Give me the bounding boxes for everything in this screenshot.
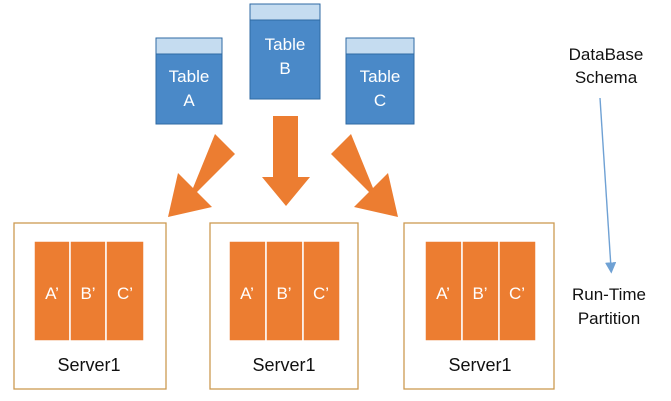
server-2-partition-a-label: A’	[240, 284, 254, 303]
table-b-header	[249, 3, 321, 21]
server-1-partition-b-label: B’	[80, 284, 95, 303]
table-a-header	[155, 37, 223, 55]
server-2-label: Server1	[252, 355, 315, 375]
server-3-partition-b	[461, 240, 500, 342]
table-c-label-line2: C	[374, 91, 386, 110]
server-3-partition-a-label: A’	[436, 284, 450, 303]
legend-arrow	[599, 97, 617, 274]
server-2: A’ B’ C’ Server1	[209, 222, 359, 390]
table-b: Table B	[249, 3, 321, 100]
table-b-label-line1: Table	[265, 35, 306, 54]
table-a-label-line1: Table	[169, 67, 210, 86]
server-2-partition-a	[228, 240, 267, 342]
legend-runtime-line2: Partition	[578, 309, 640, 328]
arrow-center	[262, 116, 310, 206]
table-a: Table A	[155, 37, 223, 125]
arrow-to-server-2	[262, 116, 310, 206]
arrow-right	[331, 134, 398, 217]
legend-schema-line1: DataBase	[569, 45, 644, 64]
arrow-to-server-3	[331, 134, 398, 217]
server-3: A’ B’ C’ Server1	[403, 222, 555, 390]
table-c-header	[345, 37, 415, 55]
server-2-box	[209, 222, 359, 390]
server-3-box	[403, 222, 555, 390]
server-1-box	[13, 222, 167, 390]
table-c-label-line1: Table	[360, 67, 401, 86]
server-2-partition-c	[302, 240, 341, 342]
arrow-to-server-1	[168, 134, 235, 217]
server-1: A’ B’ C’ Server1	[13, 222, 167, 390]
legend-schema-line2: Schema	[575, 68, 638, 87]
server-2-partition-b-label: B’	[276, 284, 291, 303]
server-2-partition-c-label: C’	[313, 284, 329, 303]
server-1-partition-b	[69, 240, 107, 342]
server-3-partition-c-label: C’	[509, 284, 525, 303]
server-1-partition-a-label: A’	[45, 284, 59, 303]
table-b-label-line2: B	[279, 59, 290, 78]
table-a-label-line2: A	[183, 91, 195, 110]
arrow-left	[168, 134, 235, 217]
server-1-partition-c-label: C’	[117, 284, 133, 303]
server-3-partition-c	[498, 240, 537, 342]
server-3-label: Server1	[448, 355, 511, 375]
server-1-label: Server1	[57, 355, 120, 375]
server-3-partition-b-label: B’	[472, 284, 487, 303]
server-1-partition-c	[105, 240, 145, 342]
table-c: Table C	[345, 37, 415, 125]
server-3-partition-a	[424, 240, 463, 342]
legend-runtime-line1: Run-Time	[572, 285, 646, 304]
server-1-partition-a	[33, 240, 71, 342]
